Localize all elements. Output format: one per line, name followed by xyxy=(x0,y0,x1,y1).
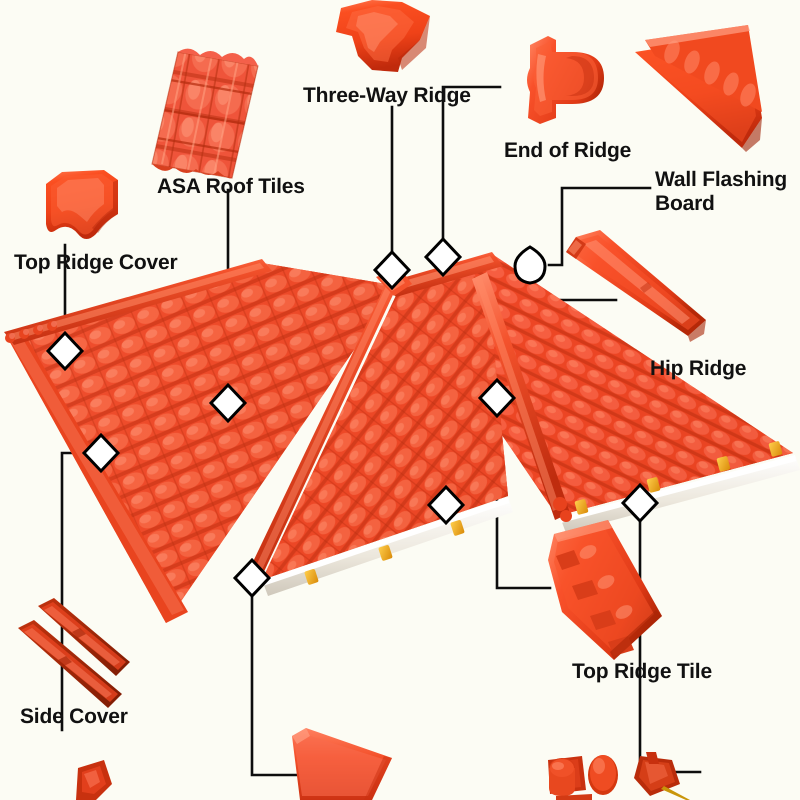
marker-left-slope xyxy=(81,432,121,474)
top-ridge-tile-part xyxy=(548,520,662,660)
top-ridge-cover-part xyxy=(46,170,118,239)
marker-verge xyxy=(232,557,272,599)
callout-markers xyxy=(45,236,660,599)
ridge-tile-ribs xyxy=(556,550,634,656)
label-wall-flashing-board: Wall Flashing Board xyxy=(655,168,787,215)
marker-wall-flashing xyxy=(513,245,547,285)
marker-top-ridge-cover xyxy=(45,330,85,372)
label-asa-roof-tiles: ASA Roof Tiles xyxy=(157,175,305,198)
end-of-ridge-part xyxy=(527,36,604,124)
verge-tile-part xyxy=(292,728,392,800)
model-main-ridge xyxy=(4,259,272,345)
tile-fragment xyxy=(76,760,112,800)
three-way-ridge-part xyxy=(336,0,430,72)
eave-clips xyxy=(574,441,783,515)
marker-accessories xyxy=(620,482,660,524)
marker-three-way xyxy=(372,249,412,291)
leader-verge xyxy=(250,595,299,777)
marker-end-of-ridge xyxy=(423,236,463,278)
marker-asa-tiles xyxy=(208,382,248,424)
leader-wall-flashing xyxy=(547,186,652,267)
model-hip-ridge-cap xyxy=(472,272,572,522)
leader-end-of-ridge xyxy=(441,85,502,240)
label-top-ridge-tile: Top Ridge Tile xyxy=(572,660,712,683)
label-side-cover: Side Cover xyxy=(20,705,128,728)
wall-flashing-board-part xyxy=(635,25,762,152)
marker-top-ridge-tile xyxy=(426,484,466,526)
label-three-way-ridge: Three-Way Ridge xyxy=(303,84,471,107)
marker-hip-ridge xyxy=(477,377,517,419)
label-top-ridge-cover: Top Ridge Cover xyxy=(14,251,178,274)
side-cover-part xyxy=(18,598,130,708)
fixing-accessories-part xyxy=(548,752,690,800)
label-hip-ridge: Hip Ridge xyxy=(650,357,747,380)
flashing-ribs xyxy=(664,40,756,107)
hip-ridge-part xyxy=(566,230,706,342)
model-front-hip xyxy=(250,279,398,576)
front-eave-clips xyxy=(304,520,465,585)
label-end-of-ridge: End of Ridge xyxy=(504,139,632,162)
